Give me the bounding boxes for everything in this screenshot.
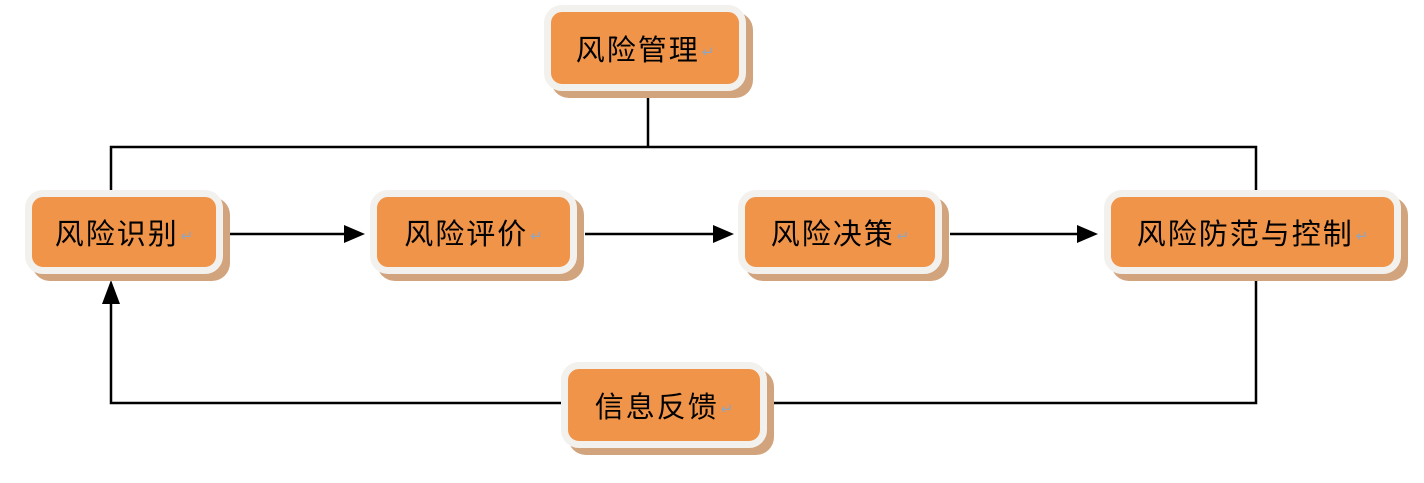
node-label: 风险防范与控制 — [1136, 219, 1354, 251]
node-label: 风险管理 — [575, 35, 700, 67]
flow-arrow-1-head — [344, 225, 365, 243]
paragraph-mark-icon: ↵ — [896, 227, 910, 245]
node-label: 风险评价 — [404, 219, 529, 251]
connector-top-rail — [109, 145, 1258, 191]
node-label: 风险决策 — [770, 219, 895, 251]
node-risk-evaluation[interactable]: 风险评价↵ — [370, 190, 577, 274]
paragraph-mark-icon: ↵ — [530, 227, 543, 245]
flow-arrow-3-head — [1077, 225, 1098, 243]
flow-arrow-2-head — [713, 225, 734, 243]
paragraph-mark-icon: ↵ — [720, 400, 734, 418]
node-risk-decision[interactable]: 风险决策↵ — [738, 190, 942, 274]
paragraph-mark-icon: ↵ — [701, 43, 715, 61]
node-label: 风险识别 — [54, 219, 179, 251]
node-risk-prevention-control[interactable]: 风险防范与控制↵ — [1104, 190, 1401, 274]
node-label: 信息反馈 — [594, 392, 719, 424]
feedback-arrowhead — [102, 280, 120, 304]
node-information-feedback[interactable]: 信息反馈↵ — [561, 362, 767, 448]
paragraph-mark-icon: ↵ — [180, 227, 194, 245]
paragraph-mark-icon: ↵ — [1355, 227, 1369, 245]
node-risk-identification[interactable]: 风险识别↵ — [25, 190, 223, 274]
node-risk-management[interactable]: 风险管理↵ — [544, 5, 746, 91]
